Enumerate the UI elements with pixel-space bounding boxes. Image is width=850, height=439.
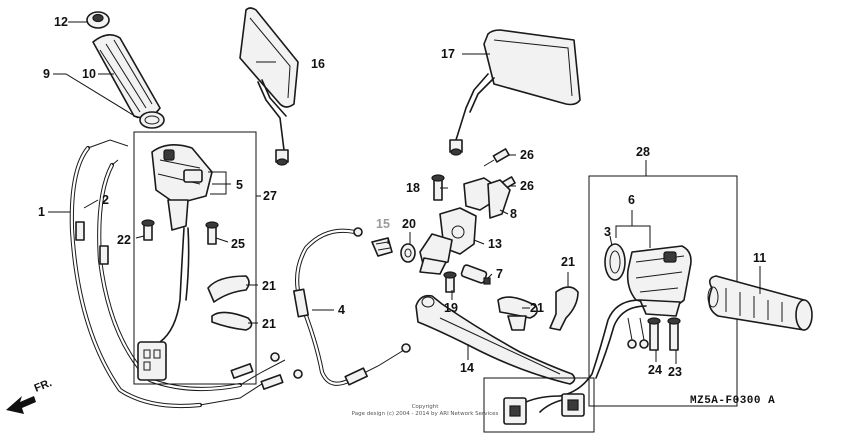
harness-connectors-part[interactable] [503, 393, 585, 425]
callout-17: 17 [441, 47, 455, 61]
callout-26-b: 26 [520, 179, 534, 193]
callout-20: 20 [402, 217, 416, 231]
callout-11: 11 [753, 251, 766, 265]
clutch-lever-part[interactable] [415, 294, 576, 385]
diagram-code: MZ5A-F0300 A [690, 395, 776, 407]
callout-21-c: 21 [530, 301, 544, 315]
callout-7: 7 [496, 267, 503, 281]
callout-10: 10 [82, 67, 96, 81]
copyright-line-2: Page design (c) 2004 - 2014 by ARI Netwo… [351, 410, 499, 417]
right-mirror-part[interactable] [449, 29, 581, 156]
callout-15: 15 [376, 217, 390, 231]
pivot-bolt-part[interactable] [431, 174, 445, 201]
clutch-switch-part[interactable] [460, 264, 491, 285]
switch-group-frame [133, 131, 257, 385]
screw-22-part[interactable] [141, 219, 155, 241]
switch-wiring-part[interactable] [559, 299, 649, 397]
callout-1: 1 [38, 205, 45, 219]
washer-part[interactable] [400, 243, 416, 263]
front-arrow-icon [6, 396, 36, 414]
callout-8: 8 [510, 207, 517, 221]
front-label: FR. [33, 377, 54, 395]
screw-19-part[interactable] [443, 271, 457, 293]
connector-frame [483, 377, 595, 433]
callout-3: 3 [604, 225, 611, 239]
lever-bracket-part[interactable] [419, 207, 477, 275]
callout-14: 14 [460, 361, 474, 375]
callout-5: 5 [236, 178, 243, 192]
callout-18: 18 [406, 181, 420, 195]
callout-21-a: 21 [262, 279, 276, 293]
callout-21-d: 21 [561, 255, 575, 269]
screw-23-part[interactable] [667, 317, 681, 351]
copyright-line-1: Copyright [411, 404, 439, 410]
screw-25-part[interactable] [647, 317, 661, 351]
callout-4: 4 [338, 303, 345, 317]
callout-12: 12 [54, 15, 68, 29]
right-grip-part[interactable] [707, 275, 813, 331]
leader-lines [48, 21, 761, 364]
callout-13: 13 [488, 237, 502, 251]
callout-2: 2 [102, 193, 109, 207]
callout-16: 16 [311, 57, 325, 71]
callout-6: 6 [628, 193, 635, 207]
cable-clamp-left-part[interactable] [207, 275, 253, 331]
callout-26-a: 26 [520, 148, 534, 162]
dust-seal-part[interactable] [371, 237, 393, 257]
bracket-holder-part[interactable] [463, 177, 511, 219]
screw-24-part[interactable] [205, 221, 219, 245]
callout-27: 27 [263, 189, 277, 203]
clutch-cable-part[interactable] [293, 227, 411, 386]
callout-22: 22 [117, 233, 131, 247]
bolt-26-upper-part[interactable] [483, 148, 510, 167]
throttle-grip-part[interactable] [86, 11, 165, 129]
handlebar-switch-part[interactable] [137, 144, 213, 381]
callout-9: 9 [43, 67, 50, 81]
callout-23: 23 [668, 365, 682, 379]
callout-19: 19 [444, 301, 458, 315]
left-mirror-part[interactable] [239, 7, 299, 166]
callout-28: 28 [636, 145, 650, 159]
front-direction-indicator: FR. [6, 377, 54, 414]
callout-21-b: 21 [262, 317, 276, 331]
throttle-cables-part[interactable] [69, 139, 303, 409]
switch-collar-part[interactable] [604, 243, 626, 281]
callout-25: 24 [648, 363, 662, 377]
cable-clamp-center-part[interactable] [497, 286, 579, 331]
callout-labels: 12 9 10 1 2 5 27 22 25 21 21 16 17 4 15 … [38, 15, 766, 379]
callout-24: 25 [231, 237, 245, 251]
switch-housing-part[interactable] [626, 245, 692, 317]
copyright-notice: Copyright Page design (c) 2004 - 2014 by… [335, 404, 515, 417]
